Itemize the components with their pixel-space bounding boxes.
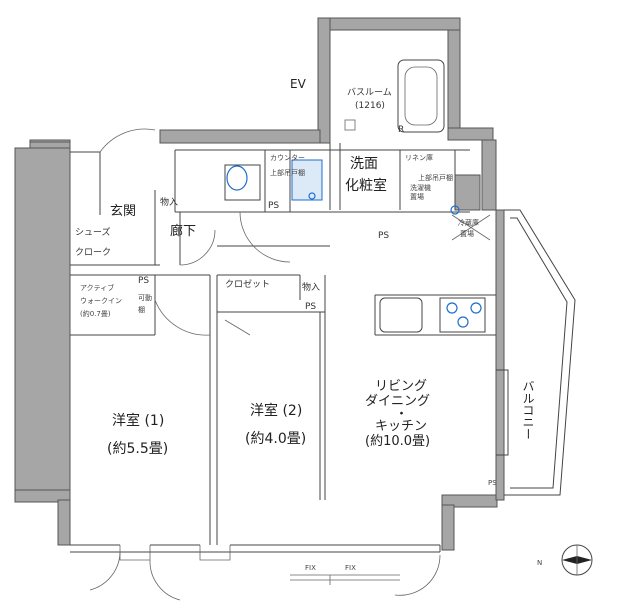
kitchen-counter (379, 297, 486, 333)
ldk-label-3: ・ (395, 407, 408, 422)
shoe-label-1: シューズ (75, 226, 111, 238)
laundry-label-2: 置場 (410, 192, 424, 201)
ps-mark-2: PS (378, 231, 389, 241)
active-label-3: (約0.7畳) (80, 309, 111, 318)
r-mark: R (398, 125, 404, 135)
active-label-1: アクティブ (80, 283, 114, 292)
room2-label: 洋室 (2) (250, 402, 302, 419)
counter-label: カウンター (270, 153, 305, 162)
bathroom-size: (1216) (355, 101, 385, 111)
washroom-label-2: 化粧室 (345, 177, 387, 194)
fridge-label-2: 置場 (460, 229, 474, 238)
closet-label: クロゼット (225, 278, 270, 290)
upper-shelf-label-2: 上部吊戸棚 (418, 173, 453, 182)
fix-mark-2: FIX (345, 564, 356, 572)
bathroom-label: バスルーム (347, 87, 392, 98)
laundry-label-1: 洗濯機 (410, 183, 431, 192)
fridge-label-1: 冷蔵庫 (458, 218, 479, 227)
interior-walls (70, 143, 509, 553)
entrance-label: 玄関 (110, 204, 136, 219)
upper-shelf-label: 上部吊戸棚 (270, 168, 305, 177)
balcony-label: バルコニー (521, 380, 535, 440)
door-swings (89, 128, 441, 601)
storage2-label: 物入 (302, 281, 320, 293)
room-labels: EV バスルーム (1216) カウンター 上部吊戸棚 洗面 化粧室 リネン庫 … (75, 77, 535, 457)
north-compass (561, 544, 593, 576)
room1-size: (約5.5畳) (107, 441, 168, 457)
washroom-label-1: 洗面 (350, 156, 378, 172)
ps-mark-4: PS (305, 302, 316, 312)
shoe-label-2: クローク (75, 247, 111, 258)
balcony (504, 209, 576, 496)
wash-fixtures (224, 159, 491, 241)
active-label-2: ウォークイン (80, 297, 122, 305)
room2-size: (約4.0畳) (245, 431, 306, 447)
north-label: N (537, 559, 542, 567)
movable-label-2: 棚 (138, 305, 145, 314)
windows (119, 545, 400, 585)
outer-walls (14, 17, 505, 551)
ps-mark-3: PS (138, 276, 149, 286)
ldk-label-1: リビング (375, 379, 427, 394)
ldk-label-2: ダイニング (365, 394, 430, 409)
marks: PS PS PS PS PS R FIX FIX N (138, 125, 542, 572)
ldk-size: (約10.0畳) (365, 434, 430, 449)
linen-label: リネン庫 (405, 153, 433, 162)
ps-mark-1: PS (268, 201, 279, 211)
hallway-label: 廊下 (170, 223, 196, 239)
room1-label: 洋室 (1) (112, 412, 164, 429)
movable-label-1: 可動 (138, 293, 152, 302)
fix-mark-1: FIX (305, 564, 316, 572)
storage-label: 物入 (160, 196, 178, 208)
bathtub (344, 59, 445, 133)
ldk-label-4: キッチン (375, 419, 427, 434)
ev-label: EV (290, 77, 307, 91)
ps-mark-5: PS (488, 479, 497, 487)
